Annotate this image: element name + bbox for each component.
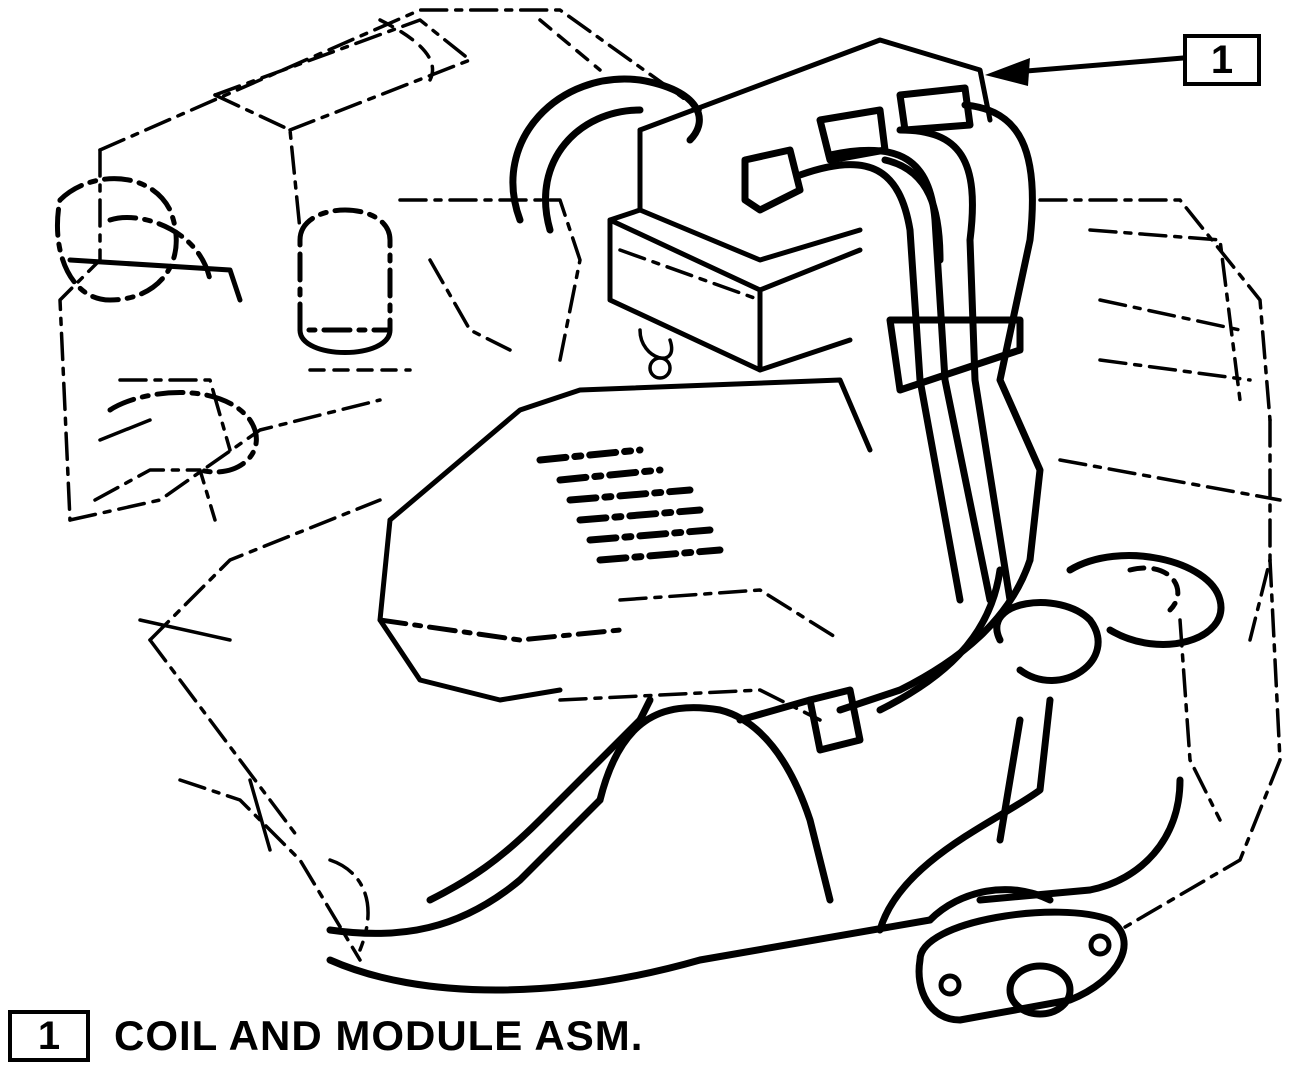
- callout-arrow: [985, 55, 1186, 86]
- coil-module-assembly: [509, 37, 993, 380]
- engine-block-outline: [58, 8, 1282, 962]
- left-components: [54, 176, 582, 642]
- callout-number-box: 1: [1183, 34, 1261, 86]
- legend-number-box: 1: [8, 1010, 90, 1062]
- spark-plug-wires: [736, 84, 1044, 754]
- exhaust-manifold: [248, 696, 1184, 1024]
- coolant-hose: [993, 552, 1225, 684]
- valve-cover: [377, 377, 873, 722]
- legend-label: COIL AND MODULE ASM.: [114, 1012, 644, 1059]
- callout-number: 1: [1210, 37, 1234, 82]
- legend-number: 1: [37, 1013, 61, 1058]
- legend: 1 COIL AND MODULE ASM.: [8, 1010, 643, 1062]
